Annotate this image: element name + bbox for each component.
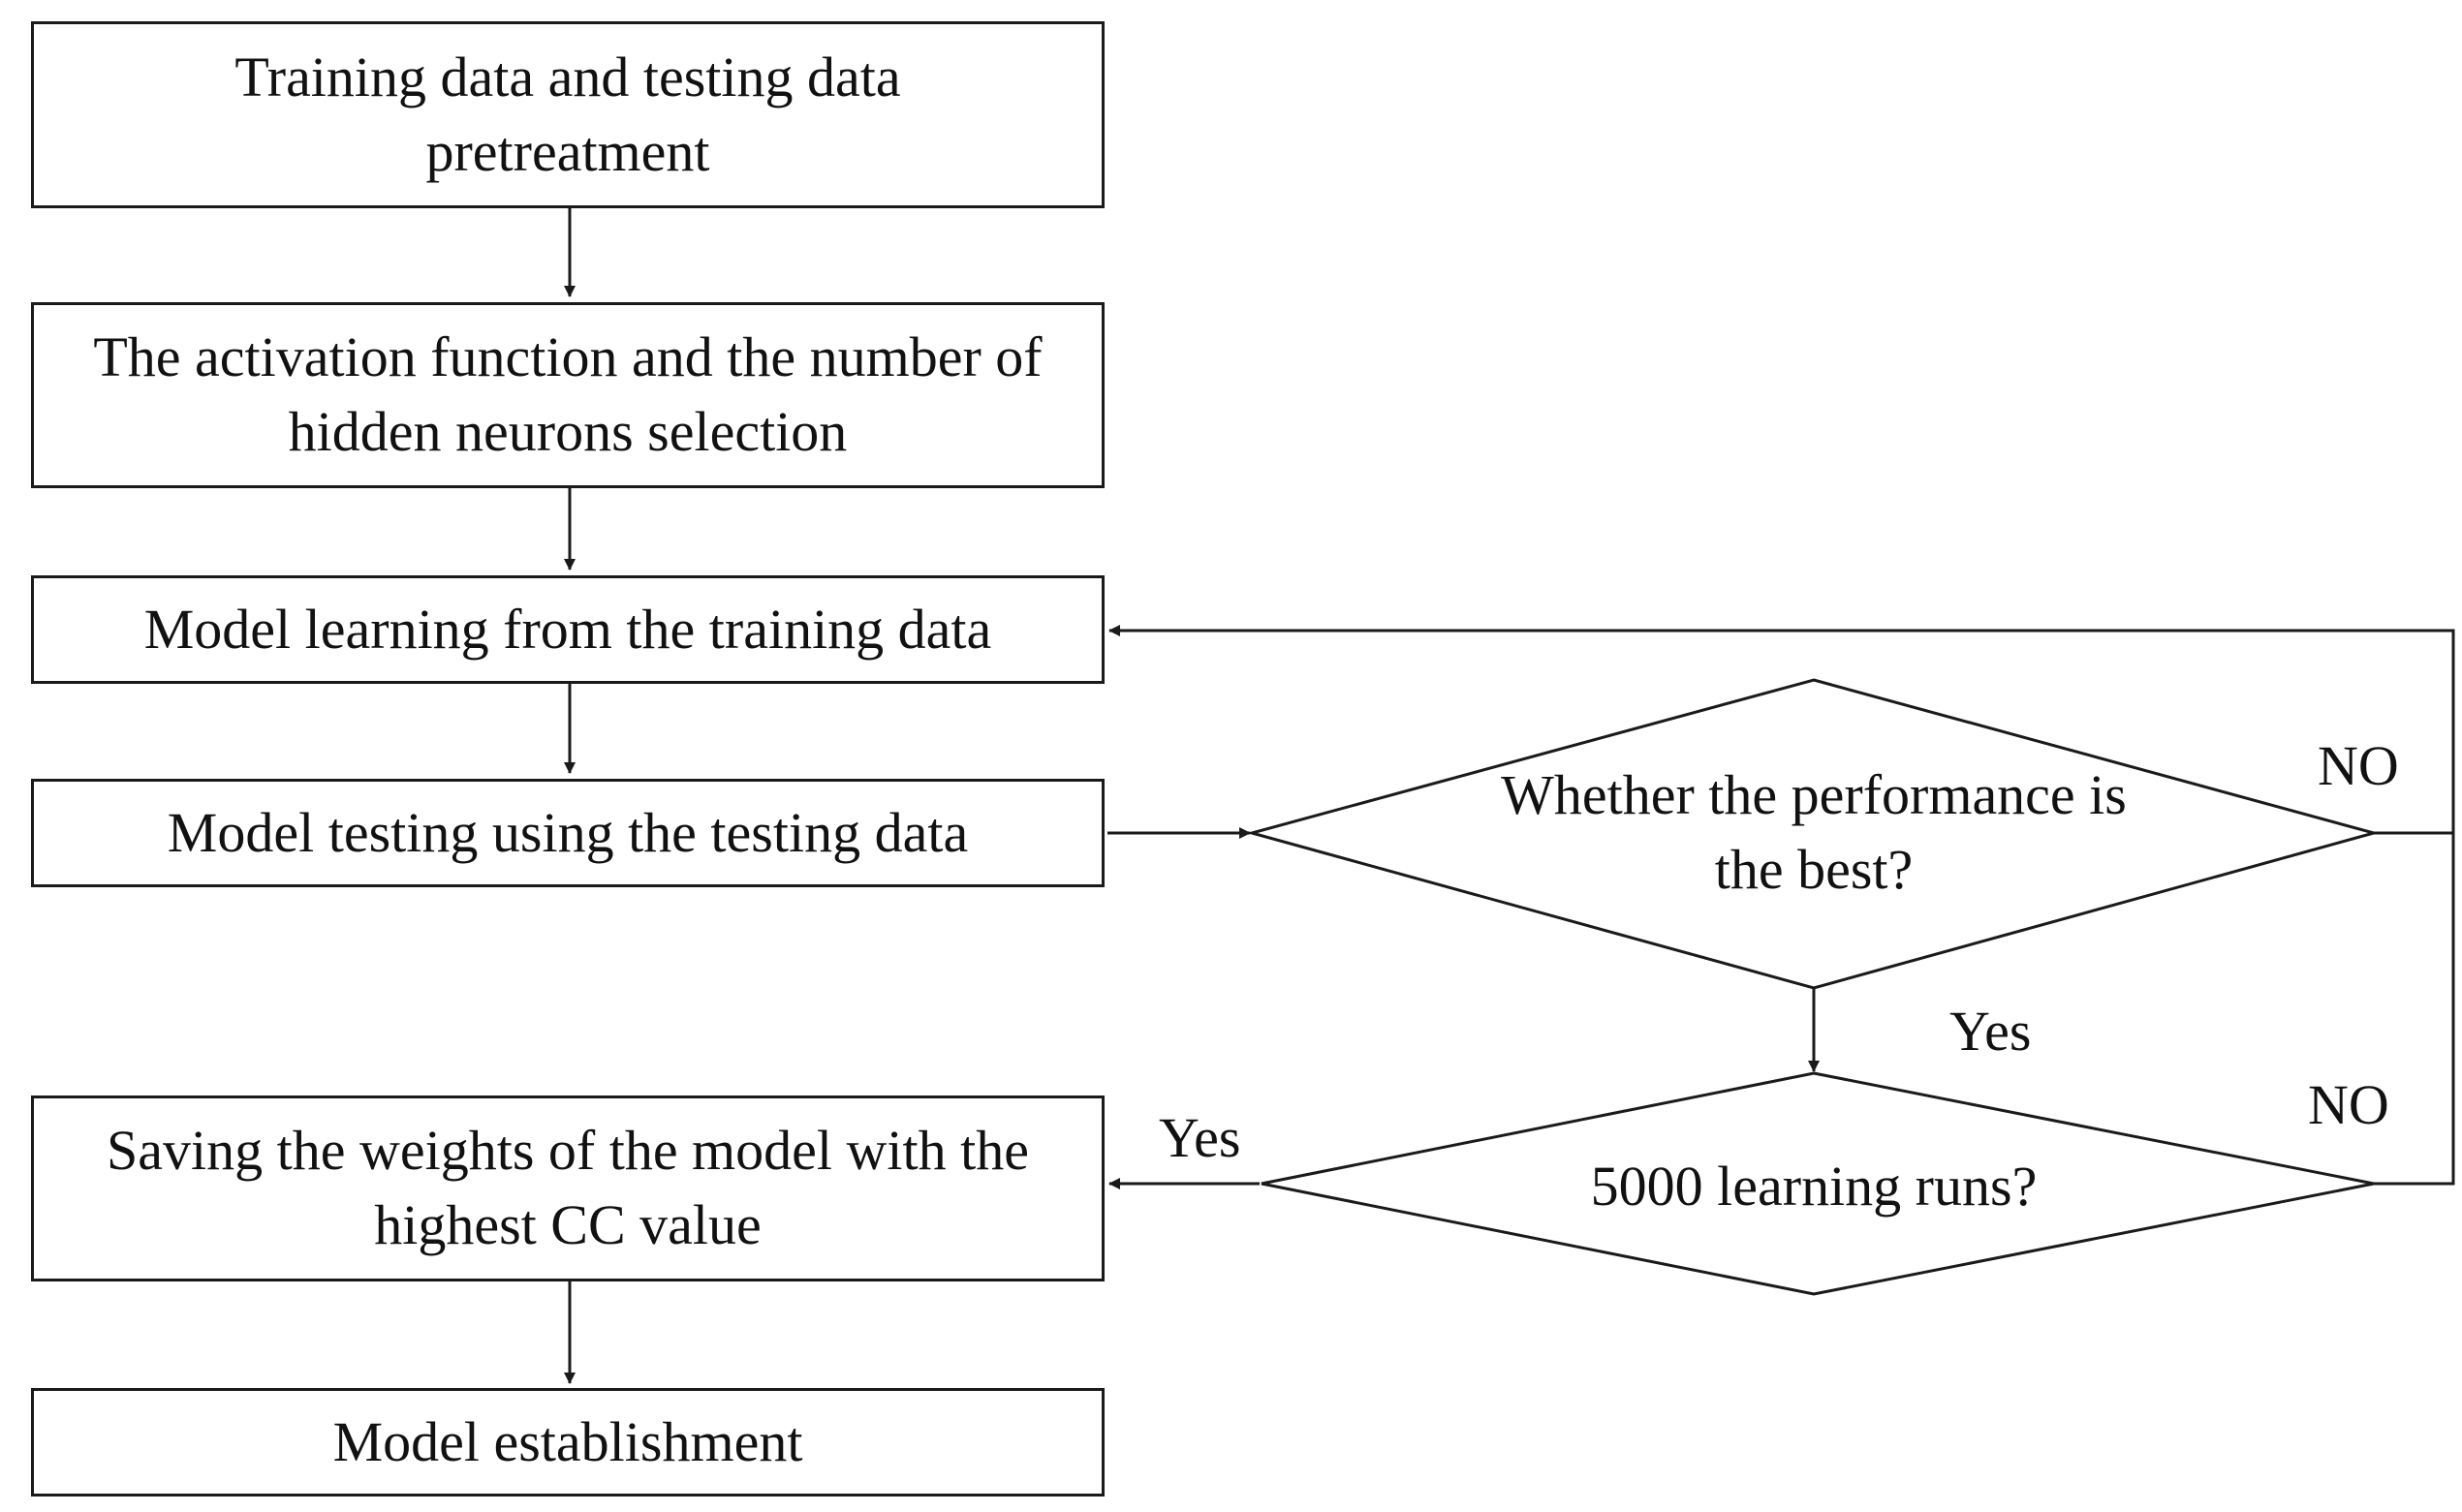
label-runs-yes: Yes [1159, 1106, 1241, 1169]
label-best-no: NO [2318, 734, 2399, 797]
label-runs-no: NO [2308, 1073, 2389, 1136]
decision-runs: 5000 learning runs? [1511, 1143, 2116, 1230]
step-selection-label: The activation function and the number o… [93, 325, 1043, 463]
step-testing-label: Model testing using the testing data [167, 800, 969, 864]
decision-runs-shape [1261, 1071, 2375, 1296]
step-pretreatment: Training data and testing data pretreatm… [31, 21, 1105, 208]
decision-runs-label: 5000 learning runs? [1590, 1154, 2038, 1218]
step-pretreatment-label: Training data and testing data pretreatm… [234, 45, 901, 183]
step-establishment: Model establishment [31, 1388, 1105, 1497]
decision-best-performance: Whether the performance is the best? [1473, 736, 2155, 930]
step-selection: The activation function and the number o… [31, 302, 1105, 488]
step-establishment-label: Model establishment [332, 1409, 803, 1473]
step-learning-label: Model learning from the training data [143, 597, 992, 661]
arrow-best-no-loop [1108, 625, 2455, 835]
step-testing: Model testing using the testing data [31, 779, 1105, 887]
label-best-yes: Yes [1949, 1000, 2032, 1063]
decision-best-performance-label: Whether the performance is the best? [1501, 763, 2127, 901]
step-learning: Model learning from the training data [31, 575, 1105, 684]
step-saving: Saving the weights of the model with the… [31, 1095, 1105, 1281]
decision-best-performance-shape [1246, 678, 2380, 990]
step-saving-label: Saving the weights of the model with the… [106, 1119, 1029, 1256]
arrow-runs-no-loop [2374, 833, 2455, 1186]
